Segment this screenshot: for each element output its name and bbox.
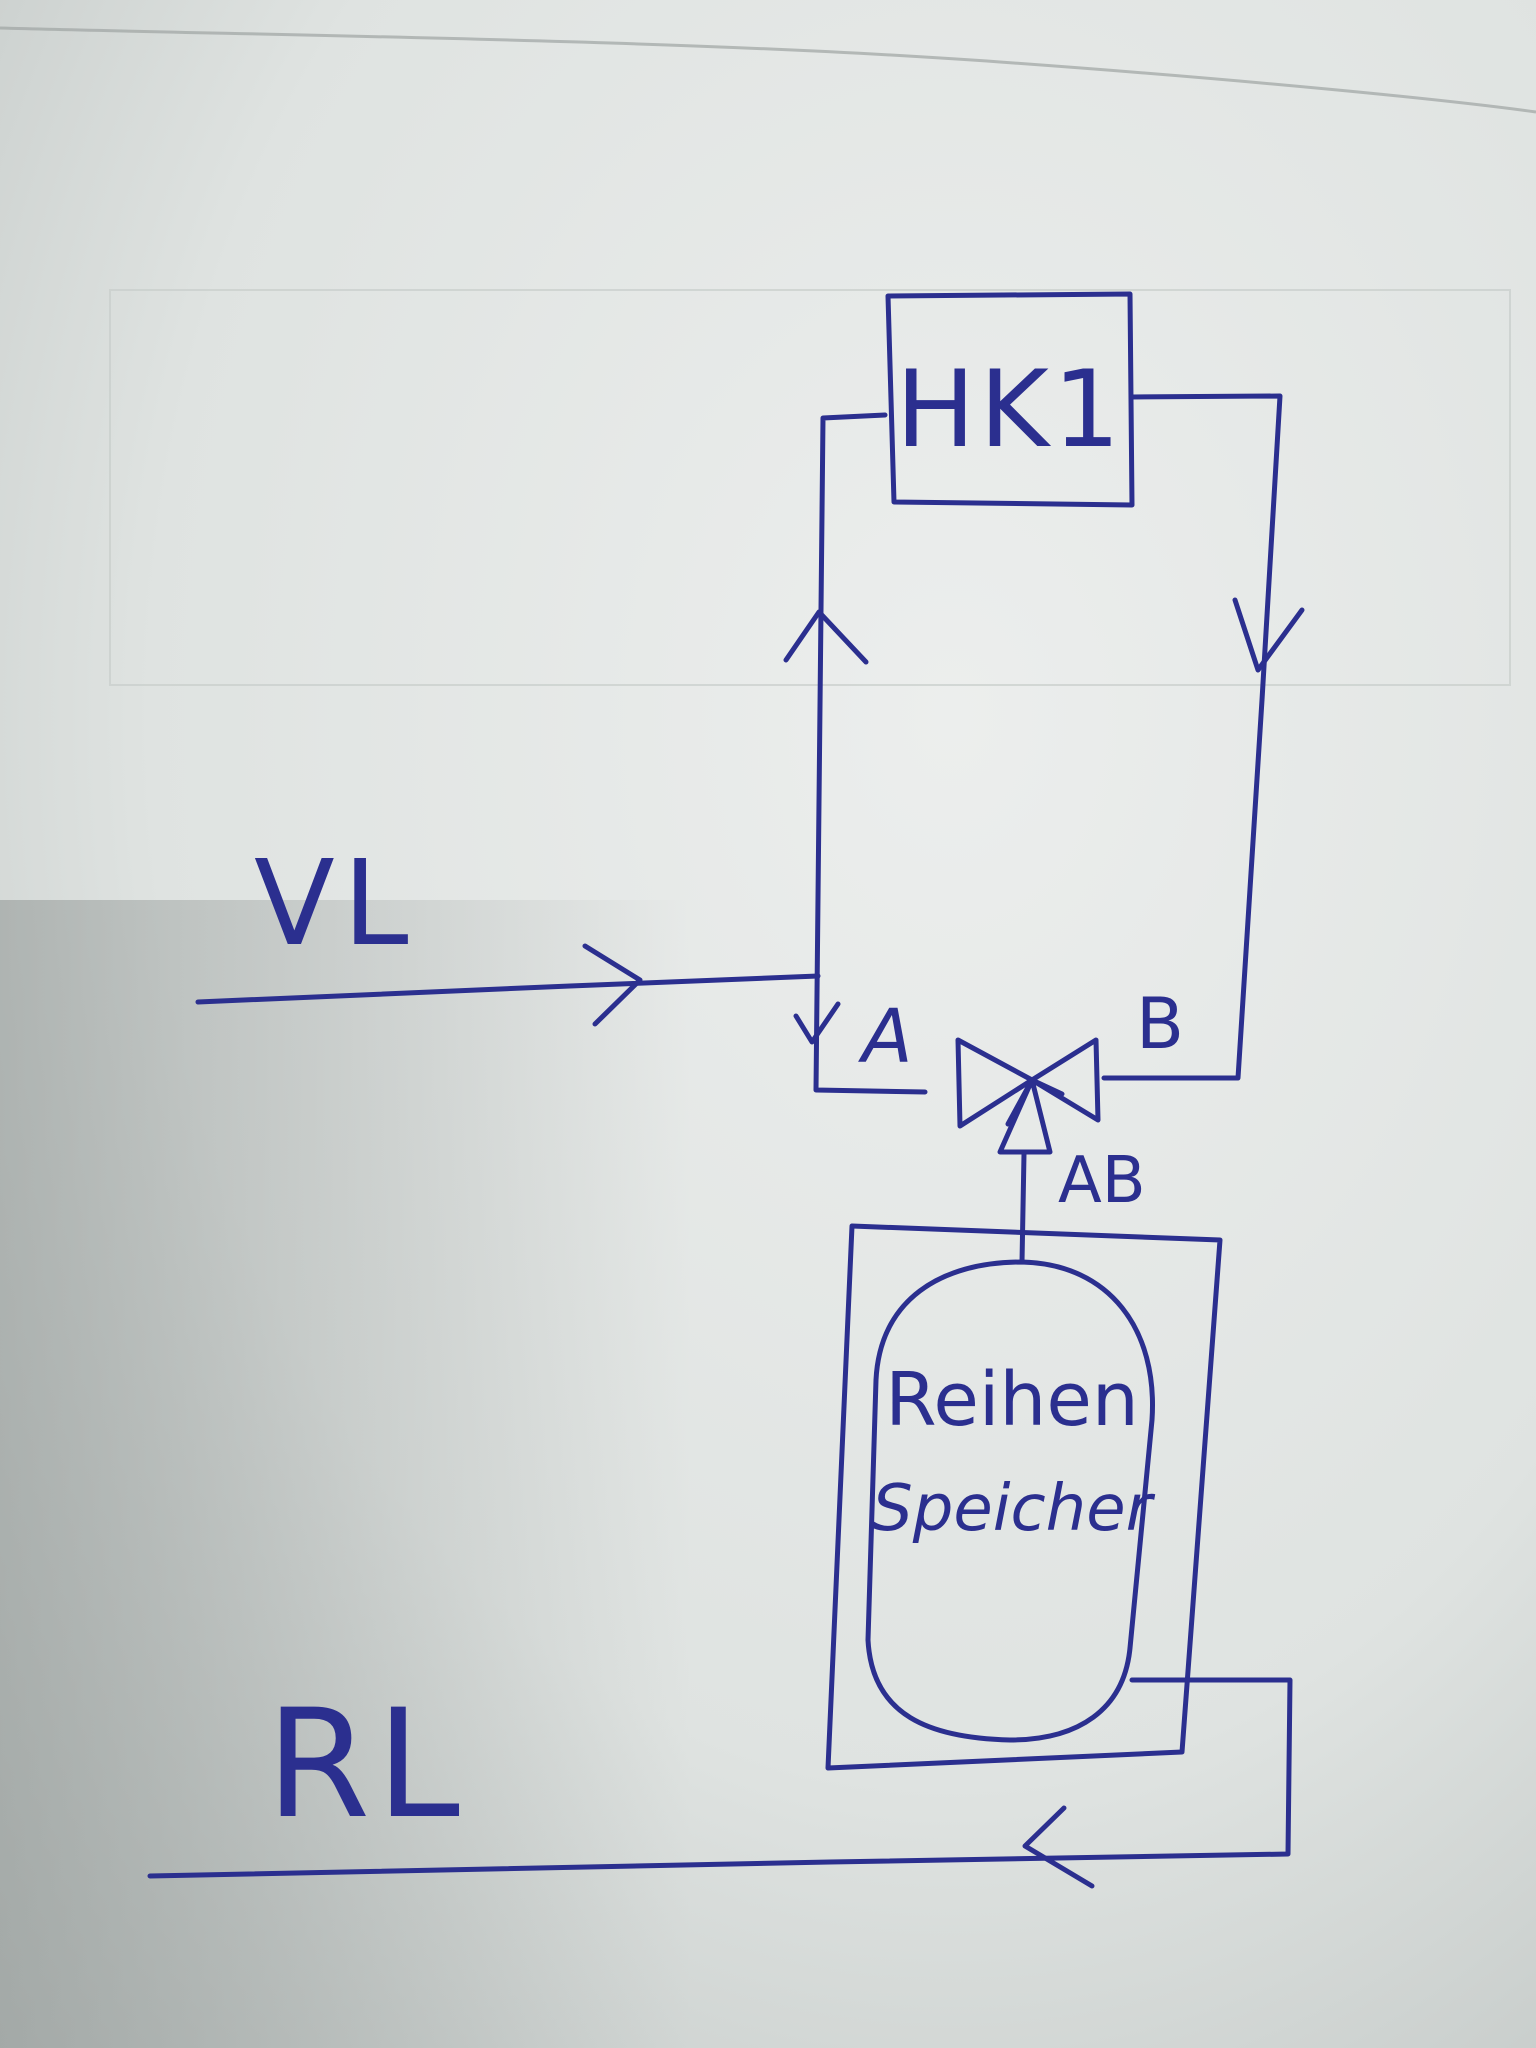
paper-shadow <box>0 900 1536 2048</box>
storage-label-line1: Reihen <box>885 1357 1139 1443</box>
return-riser-pipe <box>1101 393 1283 1081</box>
show-through-box <box>109 289 1511 686</box>
paper-fold-edge <box>0 26 1536 114</box>
port-a-label: A <box>858 994 913 1080</box>
port-ab-label: AB <box>1058 1144 1146 1218</box>
flow-arrow-down <box>793 1001 841 1045</box>
hk1-box <box>885 291 1135 508</box>
rl-label: RL <box>266 1678 466 1852</box>
storage-outer-box <box>825 1223 1223 1771</box>
flow-arrow-down-right <box>1232 597 1305 673</box>
ink-drawing <box>147 291 1305 1889</box>
hk1-label: HK1 <box>896 348 1125 471</box>
supply-line-vl <box>195 973 821 1005</box>
supply-riser-pipe <box>813 412 928 1095</box>
storage-label-line2: Speicher <box>872 1472 1156 1546</box>
flow-arrow-up <box>783 609 869 665</box>
flow-arrow-left <box>1022 1805 1095 1889</box>
ab-pipe <box>1019 1151 1027 1265</box>
tank-return-pipe <box>147 1677 1293 1879</box>
vl-label: VL <box>254 834 416 972</box>
port-b-label: B <box>1136 983 1184 1065</box>
storage-tank <box>865 1259 1155 1743</box>
valve-stem <box>1005 1077 1065 1127</box>
flow-arrow-right <box>582 943 643 1027</box>
